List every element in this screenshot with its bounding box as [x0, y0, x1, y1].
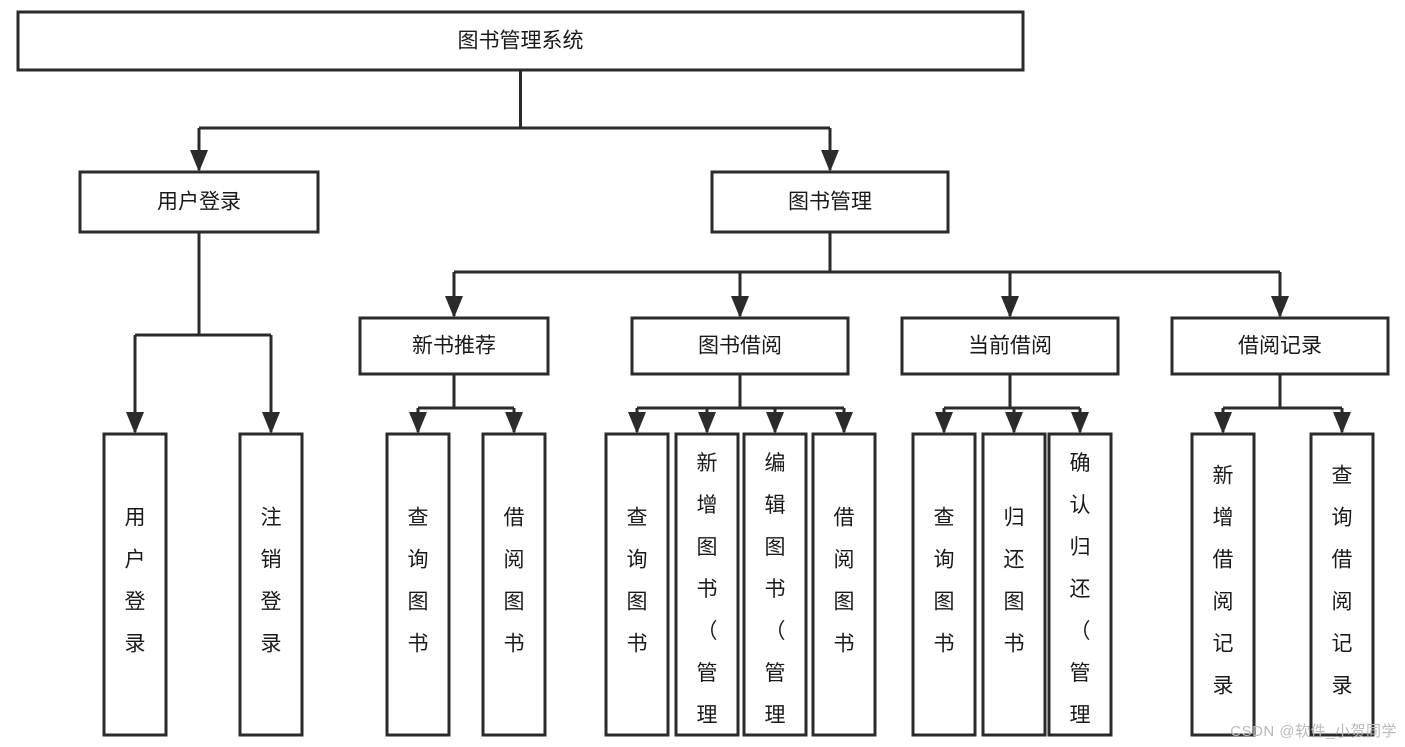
node-当前借阅-to-leaves-arrow-1	[1005, 412, 1023, 434]
node-查询图书-leaf-2[interactable]: 查询图书	[385, 432, 451, 737]
node-查询图书-leaf-4[interactable]: 查询图书	[604, 432, 670, 737]
node-label: 借阅图书	[504, 507, 525, 656]
node-label: 新增借阅记录	[1213, 465, 1234, 698]
node-新书推荐-to-leaves-arrow-1	[505, 412, 523, 434]
node-label: 图书借阅	[698, 335, 782, 358]
book-mgmt-to-level3-arrow-3	[1271, 296, 1289, 318]
node-查询借阅记录-leaf-12[interactable]: 查询借阅记录	[1309, 432, 1375, 737]
node-label: 查询借阅记录	[1332, 465, 1353, 698]
node-借阅记录-to-leaves-arrow-1	[1333, 412, 1351, 434]
node-label: 新增图书（管理员）	[697, 452, 718, 747]
node-图书管理-l2[interactable]: 图书管理	[710, 170, 950, 234]
node-layer: 图书管理系统用户登录图书管理新书推荐图书借阅当前借阅借阅记录用户登录注销登录查询…	[16, 10, 1390, 747]
node-label: 查询图书	[627, 507, 648, 656]
node-label: 查询图书	[408, 507, 429, 656]
node-图书借阅-to-leaves-arrow-3	[835, 412, 853, 434]
node-归还图书-leaf-9[interactable]: 归还图书	[981, 432, 1047, 737]
node-用户登录-l2[interactable]: 用户登录	[78, 170, 320, 234]
node-查询图书-leaf-8[interactable]: 查询图书	[911, 432, 977, 737]
root-to-level2-arrow-1	[821, 150, 839, 172]
node-label: 查询图书	[934, 507, 955, 656]
node-label: 用户登录	[125, 507, 146, 656]
node-新增图书管理员-leaf-5[interactable]: 新增图书（管理员）	[674, 432, 740, 747]
node-新书推荐-to-leaves-arrow-0	[409, 412, 427, 434]
node-label: 确认归还（管理员）	[1070, 452, 1091, 747]
node-借阅图书-leaf-7[interactable]: 借阅图书	[811, 432, 877, 737]
node-确认归还管理员-leaf-10[interactable]: 确认归还（管理员）	[1047, 432, 1113, 747]
node-图书管理系统-root[interactable]: 图书管理系统	[16, 10, 1025, 72]
node-借阅记录-to-leaves-arrow-0	[1214, 412, 1232, 434]
node-label: 借阅图书	[834, 507, 855, 656]
node-图书借阅-l3[interactable]: 图书借阅	[630, 316, 850, 376]
node-label: 借阅记录	[1238, 335, 1322, 358]
node-编辑图书管理员-leaf-6[interactable]: 编辑图书（管理员）	[742, 432, 808, 747]
node-图书借阅-to-leaves-arrow-0	[628, 412, 646, 434]
node-新增借阅记录-leaf-11[interactable]: 新增借阅记录	[1190, 432, 1256, 737]
node-label: 当前借阅	[968, 335, 1052, 358]
node-借阅图书-leaf-3[interactable]: 借阅图书	[481, 432, 547, 737]
node-label: 新书推荐	[412, 335, 496, 358]
book-mgmt-to-level3-arrow-0	[445, 296, 463, 318]
node-label: 图书管理系统	[458, 30, 584, 53]
node-label: 用户登录	[157, 191, 241, 214]
node-图书借阅-to-leaves-arrow-2	[766, 412, 784, 434]
node-label: 注销登录	[261, 507, 282, 656]
root-to-level2-arrow-0	[190, 150, 208, 172]
book-mgmt-to-level3-arrow-1	[731, 296, 749, 318]
user-login-to-leaves-arrow-0	[126, 412, 144, 434]
node-label: 图书管理	[788, 191, 872, 214]
node-当前借阅-to-leaves-arrow-0	[935, 412, 953, 434]
node-图书借阅-to-leaves-arrow-1	[698, 412, 716, 434]
node-当前借阅-l3[interactable]: 当前借阅	[900, 316, 1120, 376]
node-label: 归还图书	[1004, 507, 1025, 656]
book-mgmt-to-level3-arrow-2	[1001, 296, 1019, 318]
node-新书推荐-l3[interactable]: 新书推荐	[358, 316, 550, 376]
user-login-to-leaves-arrow-1	[262, 412, 280, 434]
node-用户登录-leaf-0[interactable]: 用户登录	[102, 432, 168, 737]
node-当前借阅-to-leaves-arrow-2	[1071, 412, 1089, 434]
node-注销登录-leaf-1[interactable]: 注销登录	[238, 432, 304, 737]
connector-layer	[126, 70, 1351, 434]
node-借阅记录-l3[interactable]: 借阅记录	[1170, 316, 1390, 376]
